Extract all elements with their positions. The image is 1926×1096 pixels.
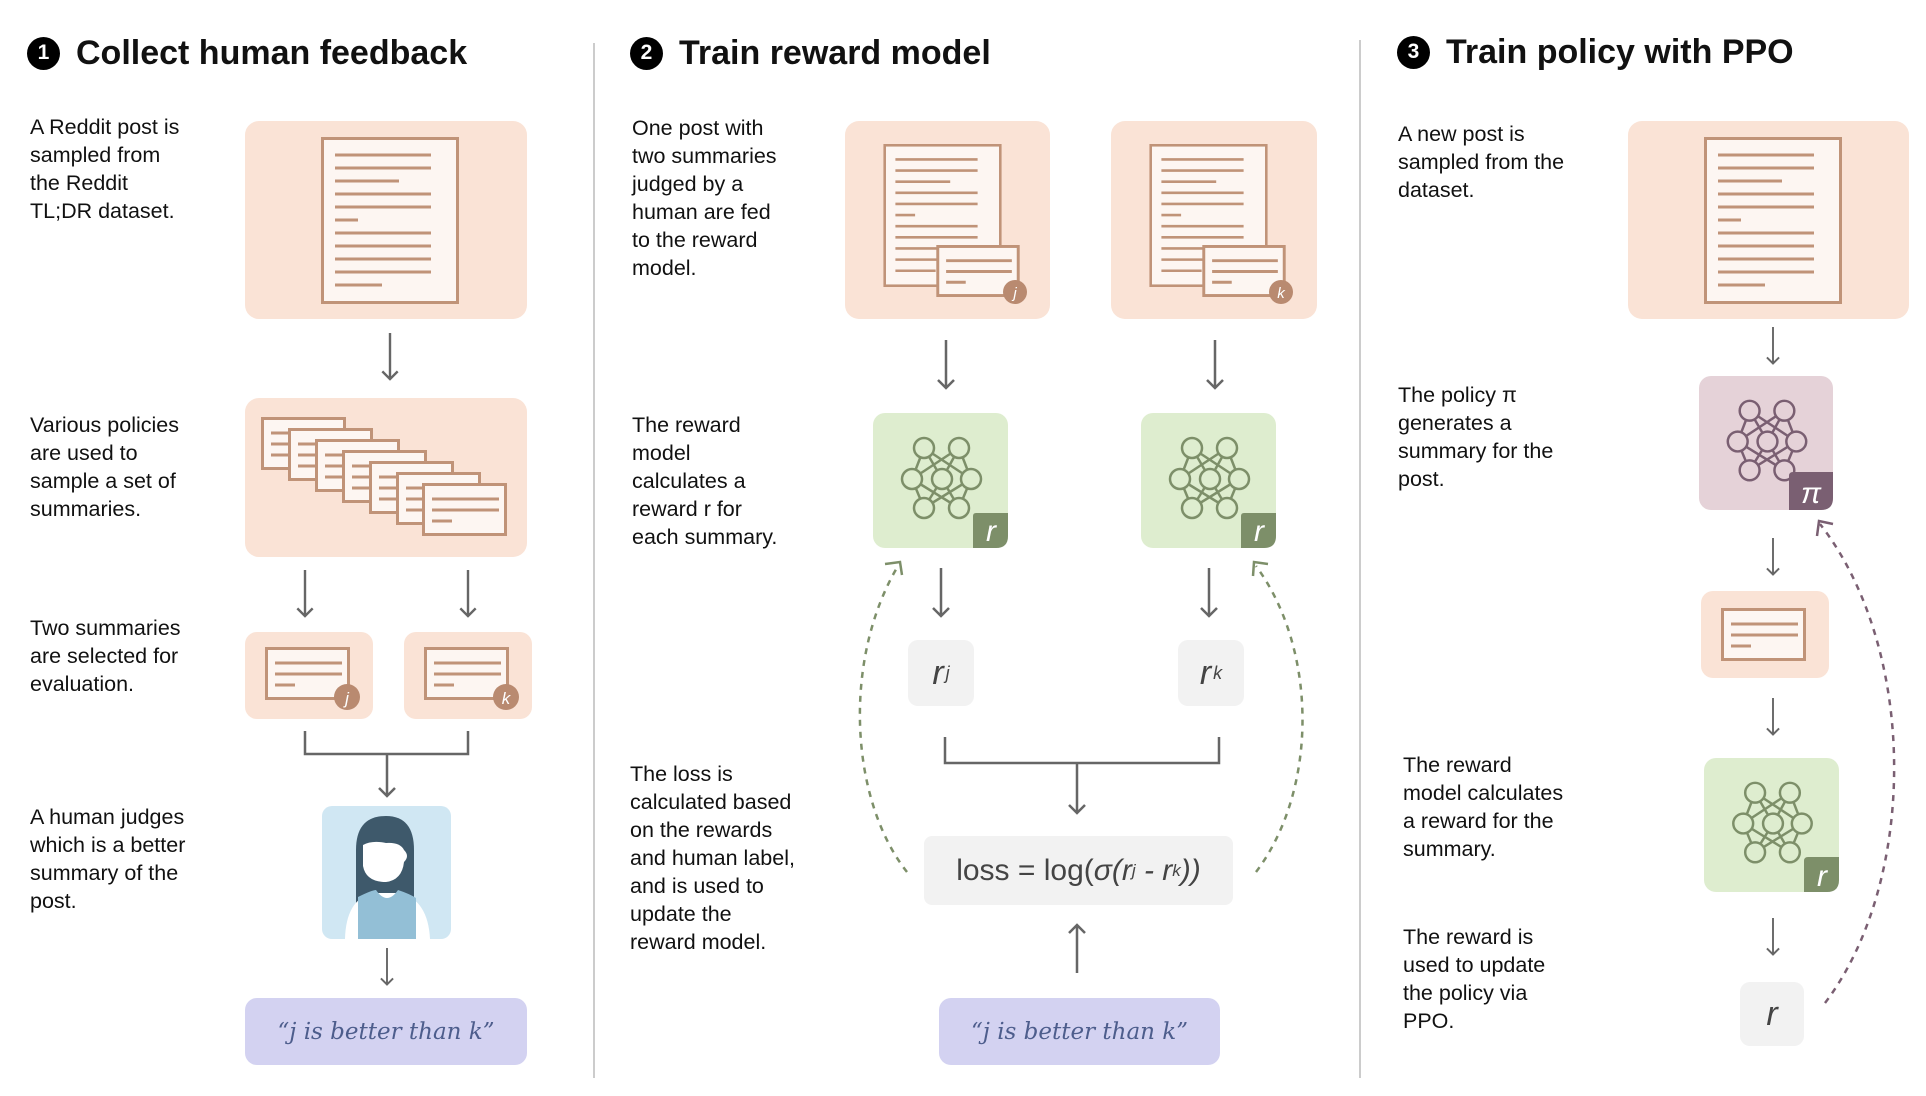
loss-suffix: )) [1180, 853, 1201, 887]
arrow-down-icon [1765, 327, 1781, 365]
desc-two-selected: Two summaries are selected for evaluatio… [30, 616, 181, 696]
document-icon [321, 137, 459, 304]
loss-sub-k: k [1172, 860, 1181, 880]
step-title-text: Train policy with PPO [1446, 33, 1794, 71]
reward-symbol: r [932, 653, 944, 692]
desc-ppo-update: The reward is used to update the policy … [1403, 925, 1546, 1033]
reward-badge: r [1817, 860, 1828, 893]
merge-bracket [303, 731, 470, 798]
loss-prefix: loss = log( [956, 853, 1094, 887]
reward-model-j: r [873, 413, 1008, 548]
arrow-down-icon [296, 570, 314, 618]
arrowhead-icon [1251, 560, 1269, 577]
arrow-down-icon [1765, 698, 1781, 736]
arrow-down-icon [459, 570, 477, 618]
desc-new-post: A new post is sampled from the dataset. [1398, 122, 1565, 202]
badge-j: j [1011, 285, 1017, 302]
generated-summary-box [1701, 591, 1829, 678]
policy-model: π [1699, 376, 1833, 510]
step-number-badge: 2 [630, 36, 663, 70]
reward-value: r [1740, 982, 1804, 1046]
badge-k: k [1277, 285, 1286, 302]
reward-symbol: r [1199, 653, 1212, 692]
merge-bracket [943, 737, 1221, 815]
arrow-down-icon [381, 333, 399, 381]
arrowhead-icon [884, 560, 904, 576]
summaries-stack-box [245, 398, 527, 557]
desc-reward-calc: The reward model calculates a reward r f… [632, 413, 778, 549]
reward-model-k: r [1141, 413, 1276, 548]
arrow-down-icon [1765, 918, 1781, 956]
step-number-badge: 3 [1397, 35, 1430, 69]
policy-badge: π [1801, 477, 1822, 510]
desc-post-sampled: A Reddit post is sampled from the Reddit… [30, 115, 180, 223]
step-title-text: Train reward model [679, 34, 991, 72]
desc-policies-sample: Various policies are used to sample a se… [30, 413, 179, 521]
arrow-down-icon [936, 340, 956, 390]
human-label: “j is better than k” [245, 998, 527, 1065]
summary-icon [422, 483, 507, 536]
step2-title: 2 Train reward model [630, 33, 991, 73]
post-summary-k-box: k [1111, 121, 1317, 319]
update-arrow-right [1254, 565, 1304, 873]
desc-reward-calc: The reward model calculates a reward for… [1403, 753, 1564, 861]
badge-j: j [343, 689, 350, 708]
ppo-update-arrow [1819, 523, 1896, 1004]
subscript-k: k [1213, 662, 1223, 683]
reward-badge: r [1254, 515, 1265, 548]
loss-minus: - r [1135, 853, 1173, 887]
step-title-text: Collect human feedback [76, 34, 468, 72]
loss-sigma: σ(r [1093, 853, 1132, 887]
arrow-down-icon [379, 948, 395, 986]
document-icon [1704, 137, 1842, 304]
post-summary-j-box: j [845, 121, 1050, 319]
desc-policy-generates: The policy π generates a summary for the… [1398, 383, 1554, 491]
desc-loss: The loss is calculated based on the rewa… [630, 762, 795, 954]
subscript-j: j [945, 662, 950, 683]
loss-sub-j: j [1131, 860, 1136, 880]
desc-human-judges: A human judges which is a better summary… [30, 805, 186, 913]
human-avatar [322, 806, 451, 939]
desc-fed-to-model: One post with two summaries judged by a … [632, 116, 777, 280]
arrow-down-icon [1765, 538, 1781, 576]
new-post-box [1628, 121, 1909, 319]
arrow-down-icon [931, 568, 951, 618]
post-box [245, 121, 527, 319]
step1-title: 1 Collect human feedback [27, 33, 467, 73]
summary-k-box: k [404, 632, 532, 719]
summary-j-box: j [245, 632, 373, 719]
update-arrow-left [858, 565, 908, 873]
step3-title: 3 Train policy with PPO [1397, 32, 1794, 72]
reward-badge: r [986, 515, 997, 548]
human-label: “j is better than k” [939, 998, 1220, 1065]
arrow-up-icon [1068, 923, 1086, 973]
arrow-down-icon [1199, 568, 1219, 618]
step-number-badge: 1 [27, 36, 60, 70]
arrowhead-icon [1815, 519, 1834, 537]
reward-model: r [1704, 758, 1839, 893]
badge-k: k [502, 689, 512, 708]
arrow-down-icon [1205, 340, 1225, 390]
